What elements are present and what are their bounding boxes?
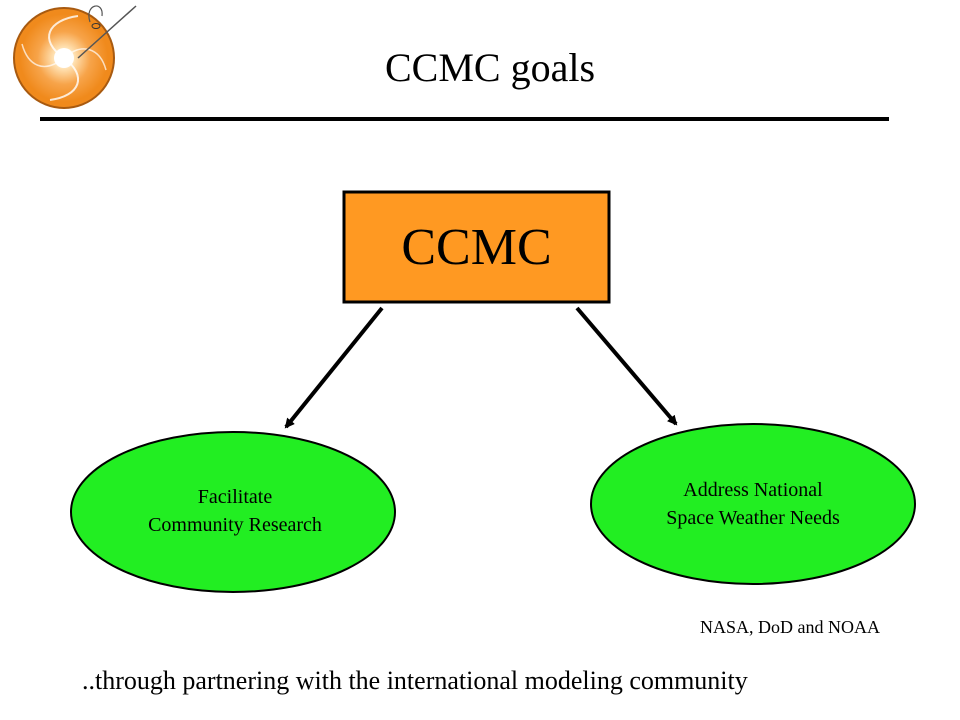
goal-ellipse-research: [70, 431, 396, 593]
ccmc-box-label: CCMC: [401, 218, 552, 276]
arrow-to-research: [284, 306, 384, 429]
goal-space-weather-line2: Space Weather Needs: [666, 507, 840, 529]
arrow-to-space-weather: [575, 306, 678, 426]
goal-research-line1: Facilitate: [197, 486, 273, 508]
ccmc-box: [342, 190, 611, 304]
slide-title: CCMC goals: [384, 45, 596, 90]
goal-space-weather-line1: Address National: [683, 479, 823, 501]
goal-ellipse-space-weather: [590, 423, 916, 585]
goal-research-line2: Community Research: [148, 514, 322, 536]
title-divider: [40, 117, 889, 121]
footer-text: ..through partnering with the internatio…: [82, 666, 748, 695]
goal-research-label: Facilitate Community Research: [100, 483, 370, 539]
goal-space-weather-label: Address National Space Weather Needs: [600, 476, 906, 532]
agencies-note: NASA, DoD and NOAA: [700, 617, 880, 637]
ccmc-logo-icon: [8, 0, 148, 112]
